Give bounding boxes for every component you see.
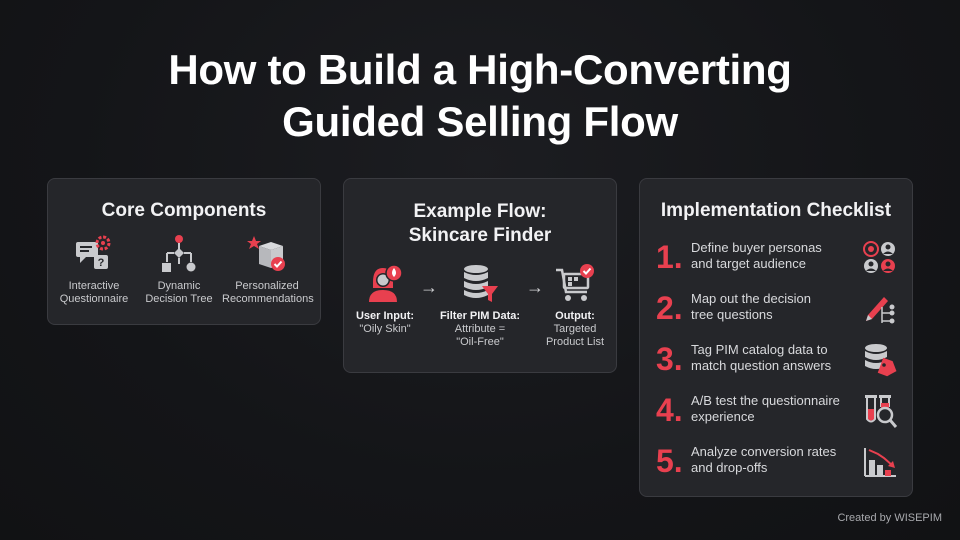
footer-credit: Created by WISEPIM (837, 512, 942, 524)
flow-step-label: Filter PIM Data: Attribute = "Oil-Free" (439, 310, 521, 348)
chat-question-gear-icon: ? (76, 235, 111, 269)
svg-text:?: ? (98, 257, 105, 269)
checklist-number: 3. (656, 341, 683, 377)
flow-step-user-input: User Input: "Oily Skin" (340, 262, 430, 336)
bar-chart-down-icon (864, 448, 896, 477)
title-line-2: Guided Selling Flow (282, 98, 678, 145)
flow-arrow: → (526, 277, 544, 297)
database-tag-icon (865, 344, 897, 377)
box-star-check-icon (247, 236, 285, 271)
flow-step-filter: Filter PIM Data: Attribute = "Oil-Free" (435, 262, 525, 349)
title-line-1: How to Build a High-Converting (168, 46, 792, 93)
checklist-number: 2. (656, 290, 683, 326)
page-title: How to Build a High-Converting Guided Se… (0, 44, 960, 148)
test-tubes-magnifier-icon (865, 395, 898, 428)
checklist-title: Implementation Checklist (660, 200, 892, 221)
implementation-checklist-card: Implementation Checklist (639, 178, 913, 497)
core-components-title: Core Components (101, 200, 267, 221)
user-droplet-icon (369, 264, 403, 302)
pencil-tree-icon (866, 297, 895, 324)
flow-step-label: Output: Targeted Product List (545, 310, 605, 348)
checklist-number: 5. (656, 443, 683, 479)
flow-step-output: Output: Targeted Product List (530, 262, 620, 349)
flow-arrow: → (420, 277, 438, 297)
personas-target-icon (863, 241, 895, 273)
checklist-number: 1. (656, 239, 683, 275)
example-flow-title: Example Flow: Skincare Finder (408, 201, 552, 246)
decision-tree-icon (162, 235, 196, 272)
flow-step-label: User Input: "Oily Skin" (355, 310, 415, 335)
database-filter-icon (464, 265, 498, 302)
cart-check-icon (556, 264, 594, 301)
checklist-number: 4. (656, 392, 683, 428)
